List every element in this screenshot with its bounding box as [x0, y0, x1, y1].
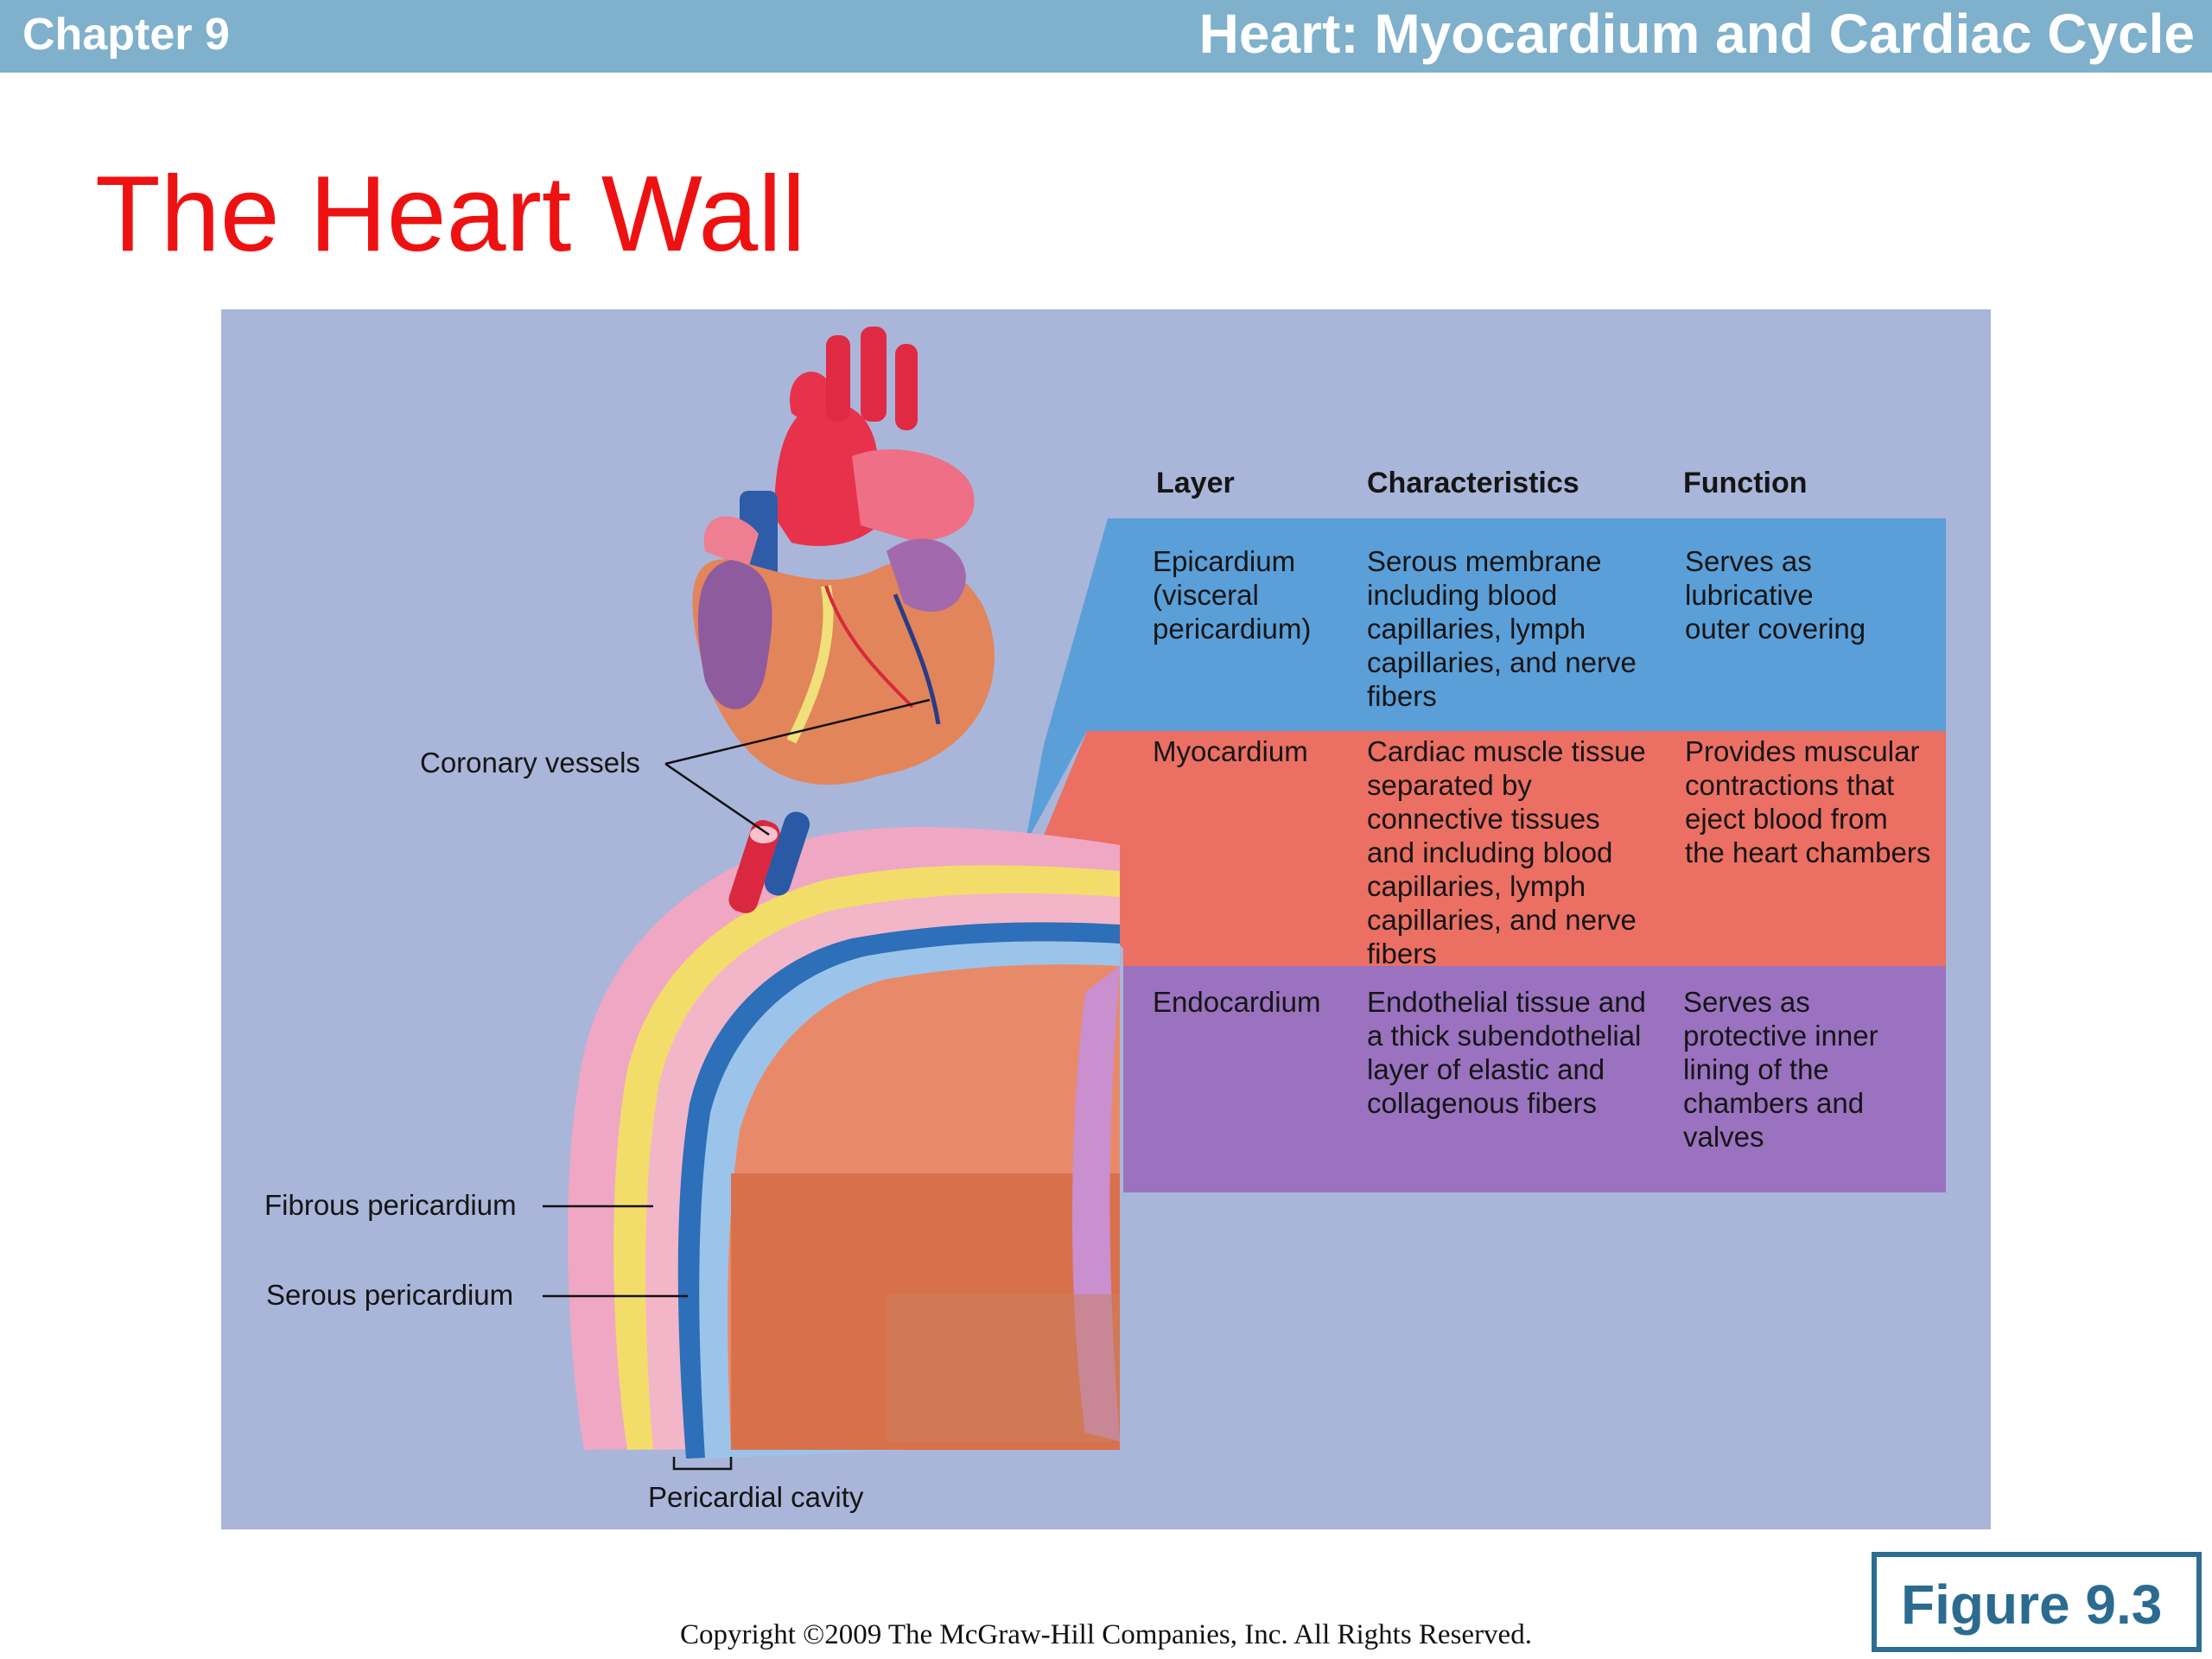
heart-illustration	[692, 327, 995, 785]
heart-wall-figure: Layer Characteristics Function Epicardiu…	[221, 309, 1991, 1529]
endocardium-function: Serves as protective inner lining of the…	[1683, 986, 1878, 1153]
figure-badge: Figure 9.3	[1872, 1552, 2202, 1652]
coronary-vessels-label: Coronary vessels	[420, 747, 640, 779]
slide-title: The Heart Wall	[95, 155, 806, 274]
epicardium-function: Serves as lubricative outer covering	[1685, 545, 1866, 645]
header-bar: Chapter 9 Heart: Myocardium and Cardiac …	[0, 0, 2212, 73]
chapter-label: Chapter 9	[22, 10, 230, 60]
copyright-notice: Copyright ©2009 The McGraw-Hill Companie…	[680, 1619, 1532, 1650]
myocardium-characteristics: Cardiac muscle tissue separated by conne…	[1367, 735, 1646, 969]
pericardial-cavity-label: Pericardial cavity	[648, 1481, 864, 1513]
figure-number: Figure 9.3	[1901, 1573, 2163, 1636]
myocardium-layer: Myocardium	[1153, 735, 1308, 767]
endocardium-characteristics: Endothelial tissue and a thick subendoth…	[1367, 986, 1646, 1119]
wall-cross-section	[568, 811, 1120, 1459]
table-header-function: Function	[1683, 467, 1808, 499]
fibrous-pericardium-label: Fibrous pericardium	[264, 1189, 517, 1221]
endocardium-band	[1123, 966, 1946, 1192]
epicardium-layer: Epicardium (visceral pericardium)	[1153, 545, 1312, 645]
myocardium-function: Provides muscular contractions that ejec…	[1685, 735, 1931, 868]
leader-lines	[543, 698, 931, 1471]
myocardium-band	[1037, 731, 1946, 966]
table-header-layer: Layer	[1156, 467, 1235, 499]
epicardium-characteristics: Serous membrane including blood capillar…	[1367, 545, 1637, 712]
endocardium-layer: Endocardium	[1153, 986, 1321, 1018]
header-title: Heart: Myocardium and Cardiac Cycle	[1198, 3, 2195, 65]
serous-pericardium-label: Serous pericardium	[266, 1279, 514, 1311]
epicardium-band	[1025, 518, 1946, 845]
heart-wall-illustration	[543, 327, 1946, 1471]
table-header-characteristics: Characteristics	[1367, 467, 1580, 499]
